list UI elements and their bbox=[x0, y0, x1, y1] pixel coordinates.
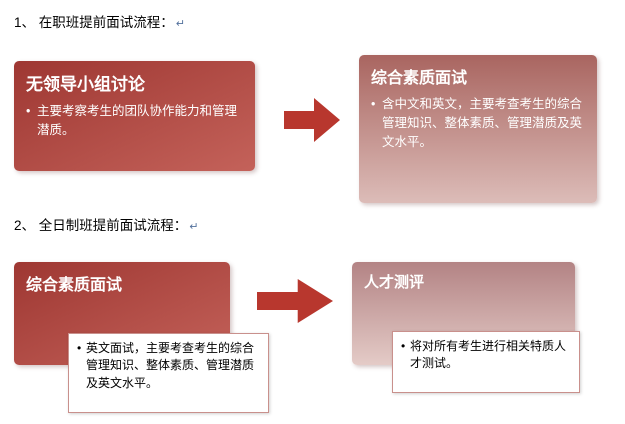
bullet-marker: • bbox=[401, 339, 406, 353]
paragraph-return-mark: ↵ bbox=[175, 18, 185, 30]
bullet-marker: • bbox=[26, 104, 31, 118]
paragraph-return-mark: ↵ bbox=[189, 221, 199, 233]
flow2-left-callout: • 英文面试，主要考查考生的综合管理知识、整体素质、管理潜质及英文水平。 bbox=[68, 333, 269, 413]
bullet-text: 含中文和英文，主要考查考生的综合管理知识、整体素质、管理潜质及英文水平。 bbox=[382, 97, 583, 149]
flow2-right-callout: • 将对所有考生进行相关特质人才测试。 bbox=[392, 331, 580, 393]
section-1-heading-text: 1、 在职班提前面试流程： bbox=[14, 15, 174, 30]
callout-text: 英文面试，主要考查考生的综合管理知识、整体素质、管理潜质及英文水平。 bbox=[86, 341, 255, 390]
box-bullet-item: • 主要考察考生的团队协作能力和管理潜质。 bbox=[26, 102, 243, 140]
section-2-heading-text: 2、 全日制班提前面试流程： bbox=[14, 218, 188, 233]
box-title: 综合素质面试 bbox=[26, 277, 123, 294]
box-title: 人才测评 bbox=[364, 275, 425, 291]
flow1-box-comprehensive-quality-interview: 综合素质面试 • 含中文和英文，主要考查考生的综合管理知识、整体素质、管理潜质及… bbox=[359, 55, 597, 203]
callout-bullet-item: • 将对所有考生进行相关特质人才测试。 bbox=[401, 338, 571, 373]
flow1-box-leaderless-group-discussion: 无领导小组讨论 • 主要考察考生的团队协作能力和管理潜质。 bbox=[14, 61, 255, 171]
box-title: 综合素质面试 bbox=[371, 70, 468, 87]
section-1-heading: 1、 在职班提前面试流程：↵ bbox=[14, 11, 185, 31]
section-2-heading: 2、 全日制班提前面试流程：↵ bbox=[14, 214, 198, 234]
bullet-text: 主要考察考生的团队协作能力和管理潜质。 bbox=[37, 104, 238, 137]
bullet-marker: • bbox=[77, 341, 82, 355]
box-bullet-item: • 含中文和英文，主要考查考生的综合管理知识、整体素质、管理潜质及英文水平。 bbox=[371, 95, 585, 151]
right-arrow-icon bbox=[257, 279, 333, 323]
box-title: 无领导小组讨论 bbox=[26, 75, 145, 94]
bullet-marker: • bbox=[371, 97, 376, 111]
callout-bullet-item: • 英文面试，主要考查考生的综合管理知识、整体素质、管理潜质及英文水平。 bbox=[77, 340, 260, 392]
right-arrow-icon bbox=[284, 98, 340, 142]
callout-text: 将对所有考生进行相关特质人才测试。 bbox=[410, 339, 567, 371]
